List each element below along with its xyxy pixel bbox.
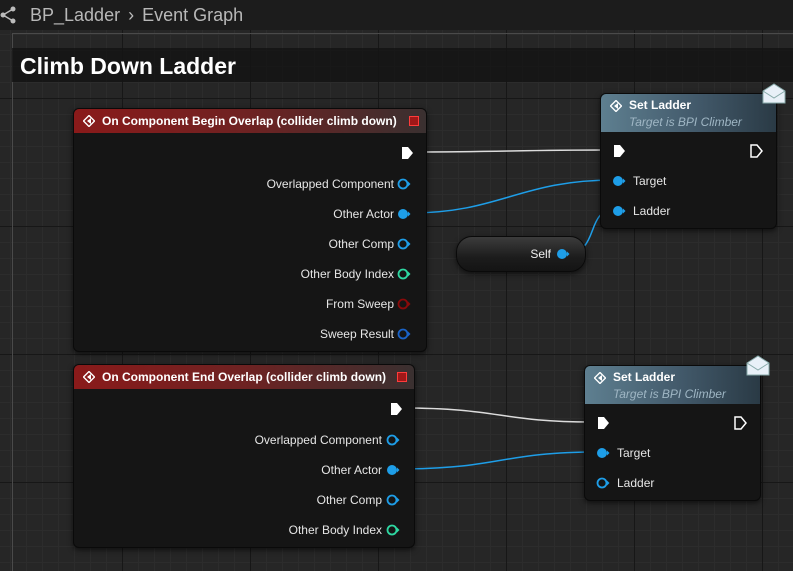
function-icon xyxy=(610,100,622,112)
pin-label: Target xyxy=(633,174,667,188)
pin-label: Overlapped Component xyxy=(266,177,394,191)
node-title: On Component Begin Overlap (collider cli… xyxy=(102,114,397,128)
node-header: Set Ladder Target is BPI Climber xyxy=(601,94,776,132)
event-icon xyxy=(83,115,95,127)
node-header: On Component Begin Overlap (collider cli… xyxy=(74,109,426,133)
object-pin-empty[interactable] xyxy=(596,476,610,490)
self-node[interactable]: Self xyxy=(456,236,586,272)
pin-label: From Sweep xyxy=(325,297,394,311)
int-pin-empty[interactable] xyxy=(397,267,411,281)
chevron-right-icon: › xyxy=(128,4,135,25)
exec-out-pin[interactable] xyxy=(733,416,747,430)
node-title: Set Ladder xyxy=(613,370,676,384)
breadcrumb-graph[interactable]: Event Graph xyxy=(142,4,244,25)
graph-icon xyxy=(0,6,16,24)
pin-label: Other Comp xyxy=(316,493,382,507)
comment-box[interactable] xyxy=(12,33,793,571)
exec-out-pin[interactable] xyxy=(389,402,403,416)
object-pin-connected[interactable] xyxy=(556,247,570,261)
breadcrumb: BP_Ladder › Event Graph xyxy=(0,0,793,30)
exec-in-pin[interactable] xyxy=(596,416,610,430)
node-header: Set Ladder Target is BPI Climber xyxy=(585,366,760,404)
pin-label: Overlapped Component xyxy=(254,433,382,447)
pin-label: Sweep Result xyxy=(319,327,394,341)
node-title: Set Ladder xyxy=(629,98,692,112)
event-node-end-overlap[interactable]: On Component End Overlap (collider climb… xyxy=(73,364,415,548)
delegate-pin-icon[interactable] xyxy=(409,116,419,126)
object-pin-connected[interactable] xyxy=(612,204,626,218)
pin-label: Target xyxy=(617,446,651,460)
pin-label: Other Actor xyxy=(333,207,394,221)
object-pin-empty[interactable] xyxy=(386,433,400,447)
node-title: On Component End Overlap (collider climb… xyxy=(102,370,387,384)
pin-label: Other Comp xyxy=(328,237,394,251)
node-header: On Component End Overlap (collider climb… xyxy=(74,365,414,389)
set-ladder-node[interactable]: Set Ladder Target is BPI Climber Target … xyxy=(584,365,761,501)
self-label: Self xyxy=(530,247,551,261)
event-icon xyxy=(83,371,95,383)
message-envelope-icon xyxy=(746,355,770,376)
node-subtitle: Target is BPI Climber xyxy=(613,387,726,401)
exec-out-pin[interactable] xyxy=(749,144,763,158)
object-pin-connected[interactable] xyxy=(386,463,400,477)
bool-pin-empty[interactable] xyxy=(397,297,411,311)
pin-label: Other Body Index xyxy=(300,267,394,281)
delegate-pin-icon[interactable] xyxy=(397,372,407,382)
object-pin-empty[interactable] xyxy=(397,177,411,191)
struct-pin-empty[interactable] xyxy=(397,327,411,341)
event-node-begin-overlap[interactable]: On Component Begin Overlap (collider cli… xyxy=(73,108,427,352)
pin-label: Ladder xyxy=(633,204,671,218)
comment-title-bar[interactable]: Climb Down Ladder xyxy=(12,48,793,82)
object-pin-connected[interactable] xyxy=(397,207,411,221)
exec-in-pin[interactable] xyxy=(612,144,626,158)
comment-title: Climb Down Ladder xyxy=(20,53,236,79)
int-pin-empty[interactable] xyxy=(386,523,400,537)
object-pin-connected[interactable] xyxy=(596,446,610,460)
set-ladder-node[interactable]: Set Ladder Target is BPI Climber Target … xyxy=(600,93,777,229)
function-icon xyxy=(594,372,606,384)
object-pin-connected[interactable] xyxy=(612,174,626,188)
pin-label: Ladder xyxy=(617,476,655,490)
pin-label: Other Body Index xyxy=(288,523,382,537)
exec-out-pin[interactable] xyxy=(400,146,414,160)
pin-label: Other Actor xyxy=(321,463,382,477)
breadcrumb-blueprint[interactable]: BP_Ladder xyxy=(30,4,121,25)
object-pin-empty[interactable] xyxy=(397,237,411,251)
node-subtitle: Target is BPI Climber xyxy=(629,115,742,129)
object-pin-empty[interactable] xyxy=(386,493,400,507)
message-envelope-icon xyxy=(762,83,786,104)
